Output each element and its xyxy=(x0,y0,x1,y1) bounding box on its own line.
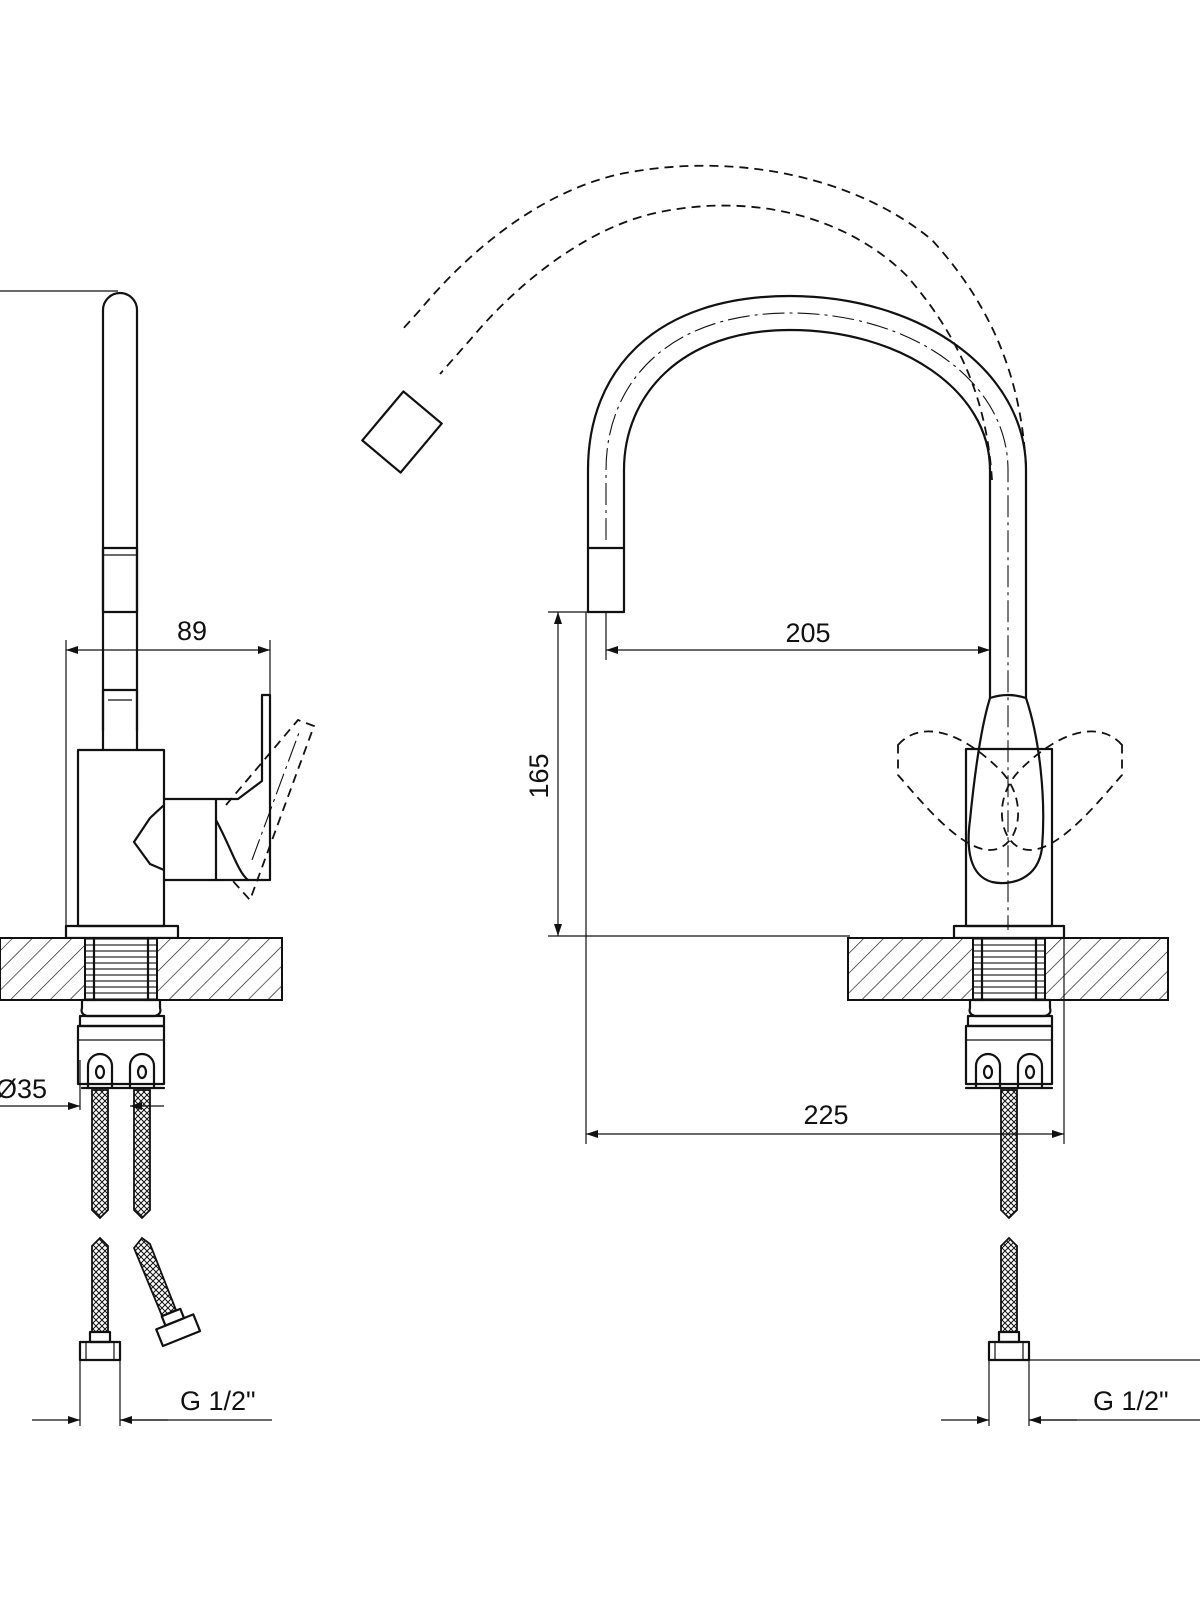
dim-overall-length: 225 xyxy=(803,1100,848,1130)
dim-spout-height: 165 xyxy=(524,753,554,798)
dim-spout-reach: 205 xyxy=(785,618,830,648)
dim-connection-left: G 1/2" xyxy=(180,1386,256,1416)
side-view: 89 Ø35 G 1/2" xyxy=(0,290,316,1426)
dim-connection-right: G 1/2" xyxy=(1093,1386,1169,1416)
front-view: 165 205 225 G 1/2" xyxy=(361,164,1200,1426)
dim-hole-diameter: Ø35 xyxy=(0,1074,47,1104)
dim-side-depth: 89 xyxy=(177,616,207,646)
